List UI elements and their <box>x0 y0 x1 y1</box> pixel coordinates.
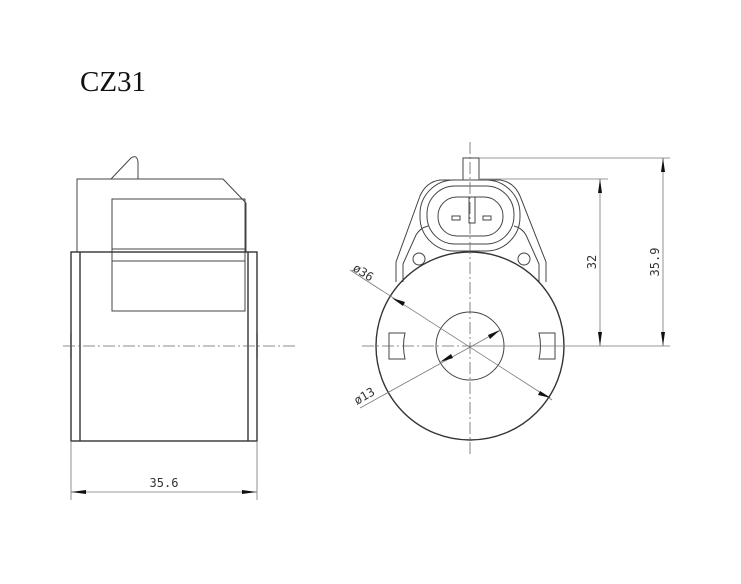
width-dimension-label: 35.6 <box>150 476 179 490</box>
latch-tab <box>110 156 139 180</box>
dim-35-9-label: 35.9 <box>648 248 662 277</box>
inner-diameter-label: ø13 <box>352 385 378 408</box>
coil-body <box>70 251 258 442</box>
mount-hole-left <box>412 252 426 266</box>
connector-socket <box>437 196 504 237</box>
mount-hole-right <box>517 252 531 266</box>
side-view: 35.6 <box>63 156 298 500</box>
notch-left <box>388 332 406 360</box>
pin-right <box>482 215 492 221</box>
right-boss <box>256 333 258 359</box>
dim-32-label: 32 <box>585 255 599 269</box>
outer-diameter-label: ø36 <box>350 261 376 285</box>
pin-left <box>451 215 461 221</box>
connector-housing-outline <box>76 178 247 252</box>
front-view: ø36 ø13 32 35.9 <box>349 142 670 455</box>
top-pin-stub <box>462 157 480 181</box>
connector-body <box>111 198 246 312</box>
drawing-title: CZ31 <box>80 66 146 98</box>
notch-right <box>538 332 556 360</box>
outer-diameter-leader <box>349 269 553 401</box>
inner-diameter-leader <box>359 329 502 409</box>
